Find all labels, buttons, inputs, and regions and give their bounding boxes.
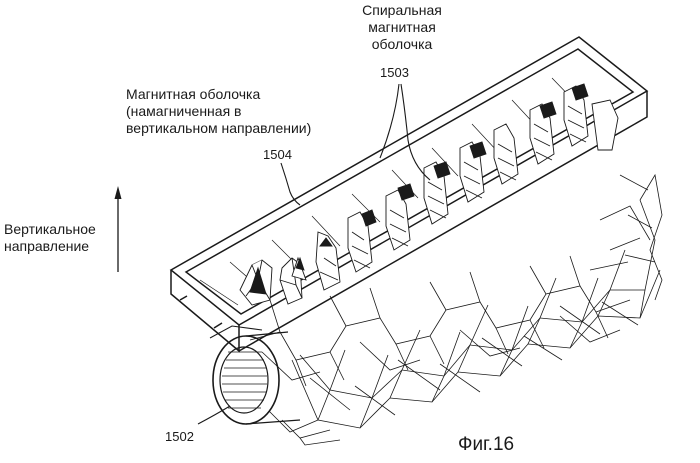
vertical-direction-label-line-2: направление	[4, 238, 96, 255]
figure-caption: Фиг.16	[458, 436, 514, 453]
vertical-direction-label: Вертикальное направление	[4, 221, 96, 255]
vertical-direction-arrow	[115, 186, 122, 272]
spiral-shell-label-line-1: Спиральная	[358, 2, 446, 19]
spiral-shell-label-line-3: оболочка	[358, 36, 446, 53]
magnetic-shell-label-line-3: вертикальном направлении)	[126, 120, 311, 137]
magnetic-shell-label-line-2: (намагниченная в	[126, 103, 311, 120]
magnetic-shell-label: Магнитная оболочка (намагниченная в верт…	[126, 86, 311, 137]
spiral-shell-ref: 1503	[380, 64, 409, 81]
magnetic-shell-label-line-1: Магнитная оболочка	[126, 86, 311, 103]
core-ref: 1502	[165, 428, 194, 445]
vertical-direction-label-line-1: Вертикальное	[4, 221, 96, 238]
spiral-shell-label-line-2: магнитная	[358, 19, 446, 36]
magnetic-shell-ref: 1504	[263, 146, 292, 163]
spiral-shell-label: Спиральная магнитная оболочка	[358, 2, 446, 53]
